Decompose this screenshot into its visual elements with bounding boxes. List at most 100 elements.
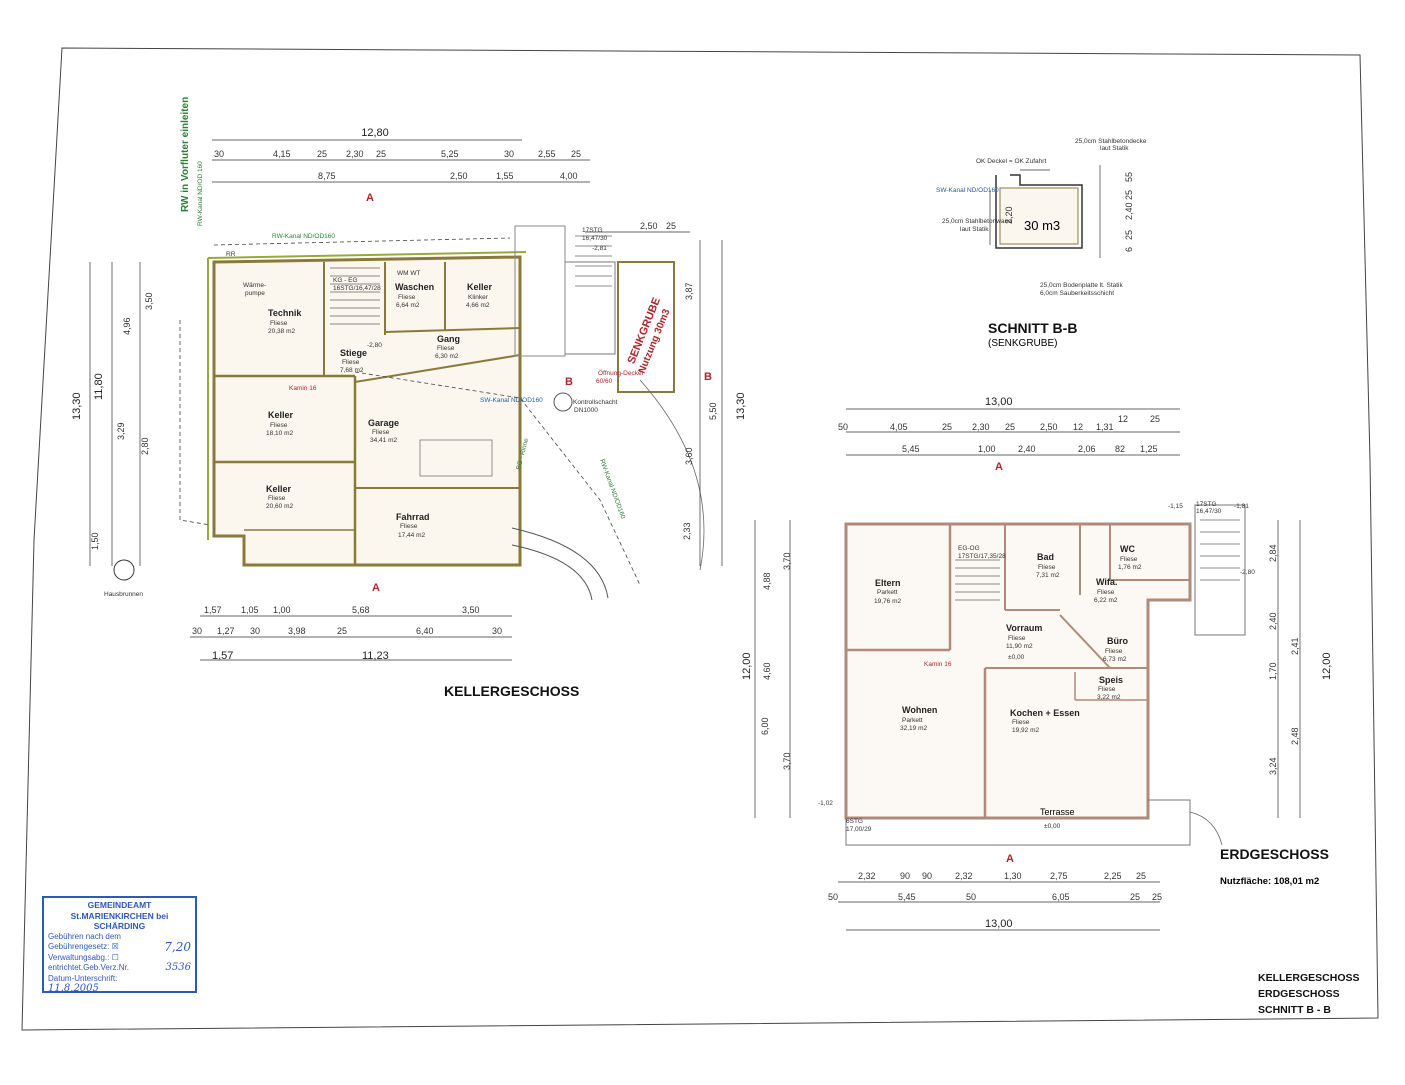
svg-text:2,55: 2,55 — [538, 149, 556, 159]
label-pm-terrasse: ±0,00 — [1044, 823, 1061, 830]
svg-text:2,40: 2,40 — [1268, 612, 1278, 630]
label-rw-kanal-vertical: RW-Kanal ND/OD 160 — [197, 161, 204, 226]
label-m181: -1,81 — [1234, 503, 1249, 510]
svg-text:1,55: 1,55 — [496, 171, 514, 181]
svg-text:30: 30 — [504, 149, 514, 159]
erd-dims-right: 12,00 2,84 2,40 1,70 2,41 2,48 3,24 — [1268, 544, 1333, 775]
svg-text:Wohnen: Wohnen — [902, 705, 937, 715]
svg-text:1,30: 1,30 — [1004, 871, 1022, 881]
svg-text:34,41 m2: 34,41 m2 — [370, 437, 397, 444]
svg-text:25: 25 — [1124, 230, 1134, 240]
svg-text:WC: WC — [1120, 544, 1135, 554]
svg-text:6: 6 — [1124, 247, 1134, 252]
label-hausbrunnen: Hausbrunnen — [104, 591, 143, 598]
svg-text:5,45: 5,45 — [902, 444, 920, 454]
svg-text:2,50: 2,50 — [450, 171, 468, 181]
room-stiege: Stiege Fliese 7,68 m2 — [340, 348, 367, 374]
svg-text:3,24: 3,24 — [1268, 757, 1278, 775]
keller-dims-bot3: 1,57 11,23 — [212, 650, 389, 662]
erd-dims-bot2: 50 5,45 50 6,05 25 25 — [828, 892, 1162, 902]
label-m115: -1,15 — [1168, 503, 1183, 510]
svg-text:1,70: 1,70 — [1268, 662, 1278, 680]
svg-text:11,80: 11,80 — [93, 373, 105, 400]
keller-dim-total: 12,80 — [361, 127, 389, 139]
svg-text:2,06: 2,06 — [1078, 444, 1096, 454]
label-terrasse: Terrasse — [1040, 807, 1075, 817]
stamp-row3: Verwaltungsabg.: ☐ — [48, 952, 119, 962]
svg-text:3,87: 3,87 — [684, 282, 694, 300]
svg-text:Gang: Gang — [437, 334, 460, 344]
svg-text:50: 50 — [828, 892, 838, 902]
label-erd-m280: -2,80 — [1240, 569, 1255, 576]
svg-text:4,00: 4,00 — [560, 171, 578, 181]
svg-text:30: 30 — [214, 149, 224, 159]
label-stg-bot2: 17,00/29 — [846, 826, 872, 833]
section-marker-a-top: A — [366, 192, 374, 204]
schnitt-bot-note2: 6,0cm Sauberkeitsschicht — [1040, 290, 1114, 297]
label-pm-vorraum: ±0,00 — [1008, 654, 1025, 661]
label-kamin-keller: Kamin 16 — [289, 385, 317, 392]
svg-text:4,66 m2: 4,66 m2 — [466, 302, 490, 309]
svg-text:18,10 m2: 18,10 m2 — [266, 430, 293, 437]
label-rw-kanal: RW-Kanal ND/OD160 — [272, 233, 335, 240]
municipal-stamp: GEMEINDEAMT St.MARIENKIRCHEN bei SCHÄRDI… — [42, 896, 197, 994]
stamp-row5: Datum-Unterschrift: — [48, 973, 118, 983]
erd-dims-top2: 50 4,05 25 2,30 25 2,50 12 1,31 12 25 — [838, 414, 1160, 432]
svg-text:2,25: 2,25 — [1104, 871, 1122, 881]
svg-text:Fliese: Fliese — [270, 422, 288, 429]
label-rw-kanal-right: RW-Kanal ND/OD160 — [598, 458, 626, 520]
stamp-row1: Gebühren nach dem — [48, 931, 121, 941]
svg-text:Klinker: Klinker — [468, 294, 489, 301]
nutzflaeche: Nutzfläche: 108,01 m2 — [1220, 876, 1319, 887]
svg-text:3,98: 3,98 — [288, 626, 306, 636]
svg-text:2,50: 2,50 — [640, 221, 658, 231]
svg-text:20,38 m2: 20,38 m2 — [268, 328, 295, 335]
room-speis: Speis Fliese 3,22 m2 — [1097, 675, 1123, 701]
svg-text:7,68 m2: 7,68 m2 — [340, 367, 364, 374]
svg-text:Kochen + Essen: Kochen + Essen — [1010, 708, 1080, 718]
svg-text:4,88: 4,88 — [762, 572, 772, 590]
svg-text:5,45: 5,45 — [898, 892, 916, 902]
schnitt-ok: OK Deckel = OK Zufahrt — [976, 158, 1046, 165]
svg-text:1,00: 1,00 — [978, 444, 996, 454]
svg-text:1,00: 1,00 — [273, 605, 291, 615]
svg-text:Fahrrad: Fahrrad — [396, 512, 430, 522]
stamp-head1: GEMEINDEAMT — [87, 900, 152, 910]
svg-text:6,64 m2: 6,64 m2 — [396, 302, 420, 309]
label-kg-eg: KG - EG — [333, 277, 358, 284]
svg-text:Eltern: Eltern — [875, 578, 901, 588]
svg-text:30: 30 — [492, 626, 502, 636]
svg-text:2,75: 2,75 — [1050, 871, 1068, 881]
svg-text:Fliese: Fliese — [1098, 686, 1116, 693]
label-stg2: 16,47/30 — [582, 235, 608, 242]
room-eltern: Eltern Parkett 19,76 m2 — [874, 578, 901, 605]
svg-text:6,00: 6,00 — [760, 717, 770, 735]
svg-text:Bad: Bad — [1037, 552, 1054, 562]
keller-dims-top2: 30 4,15 25 2,30 25 5,25 30 2,55 25 — [214, 149, 581, 159]
svg-text:1,57: 1,57 — [212, 650, 233, 662]
svg-text:20,60 m2: 20,60 m2 — [266, 503, 293, 510]
schnitt-left-note2: laut Statik — [960, 226, 989, 233]
svg-text:12: 12 — [1118, 414, 1128, 424]
svg-text:11,23: 11,23 — [362, 650, 389, 662]
room-kochen-essen: Kochen + Essen Fliese 19,92 m2 — [1010, 708, 1080, 734]
schnitt-volume: 30 m3 — [1024, 218, 1060, 233]
section-marker-a-bottom: A — [372, 582, 380, 594]
svg-text:4,05: 4,05 — [890, 422, 908, 432]
svg-text:25: 25 — [942, 422, 952, 432]
keller-dims-bot2: 30 1,27 30 3,98 25 6,40 30 — [192, 626, 502, 636]
legend-item: KELLERGESCHOSS — [1258, 972, 1360, 984]
svg-text:12,00: 12,00 — [741, 652, 753, 680]
room-vorraum: Vorraum Fliese 11,90 m2 — [1006, 623, 1042, 650]
schnitt-bot-note1: 25,0cm Bodenplatte lt. Statik — [1040, 282, 1123, 289]
schnitt-dims-right: 55 25 2,40 25 6 — [1124, 172, 1134, 252]
room-wohnen: Wohnen Parkett 32,19 m2 — [900, 705, 937, 732]
svg-text:3,29: 3,29 — [116, 422, 126, 440]
svg-text:90: 90 — [900, 871, 910, 881]
room-gang: Gang Fliese 6,30 m2 — [435, 334, 460, 360]
erd-section-a-top: A — [995, 461, 1003, 473]
svg-text:4,15: 4,15 — [273, 149, 291, 159]
svg-text:30: 30 — [192, 626, 202, 636]
schnitt-top-note1: 25,0cm Stahlbetondecke — [1075, 138, 1147, 145]
